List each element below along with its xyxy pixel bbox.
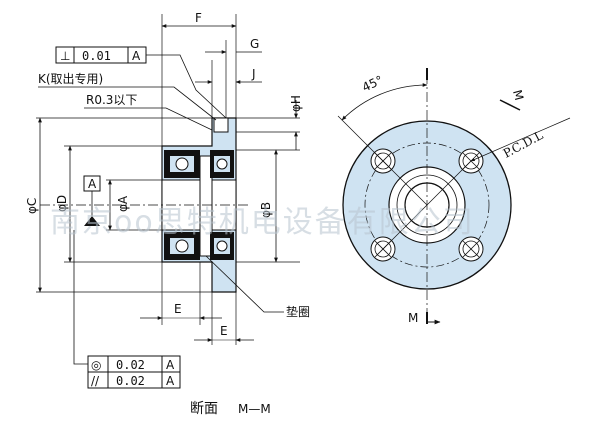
dim-J-label: J — [251, 67, 256, 81]
tol-b2-value: 0.02 — [116, 374, 145, 388]
section-caption: 断面 — [190, 401, 218, 417]
bolt-hole-bottom-right — [458, 236, 484, 262]
dim-phiH-label: φH — [289, 95, 303, 112]
K-label: K(取出专用) — [38, 71, 103, 86]
bearing-upper-right — [210, 150, 234, 178]
dim-E-left-label: E — [174, 302, 182, 316]
tolerance-frame-top: ⊥ 0.01 A — [55, 46, 227, 119]
section-mark-caption: M—M — [238, 402, 271, 416]
tol-b2-symbol: // — [91, 374, 100, 388]
hub-ring — [396, 174, 458, 236]
spacer-leader — [205, 255, 284, 313]
tol-b1-value: 0.02 — [116, 358, 145, 372]
dim-F-label: F — [195, 11, 202, 25]
tol-top-symbol: ⊥ — [60, 49, 70, 63]
R-label: R0.3以下 — [86, 93, 137, 107]
pcd-label: P.C.D.L — [501, 128, 546, 161]
section-view: F G J φH φB φC φD φA A E — [25, 11, 310, 417]
M-bottom-label: M — [408, 311, 418, 325]
watermark-text: 南京oo思特机电设备有限公司 — [50, 205, 475, 240]
bearing-lower-right — [210, 232, 234, 260]
dim-phiC-label: φC — [25, 198, 39, 214]
M-top-label: M — [510, 88, 526, 102]
bearing-upper-left — [164, 150, 200, 178]
spacer-label: 垫圈 — [286, 304, 310, 319]
tol-b1-symbol: ◎ — [91, 358, 101, 372]
datum-triangle — [84, 216, 100, 226]
datum-A-label: A — [88, 177, 97, 191]
dim-phiB-label: φB — [259, 202, 273, 218]
dim-phiD-label: φD — [55, 195, 69, 212]
bearing-lower-left — [164, 232, 200, 260]
dim-G-label: G — [250, 37, 259, 51]
dim-phiA-label: φA — [116, 195, 130, 212]
removal-slot — [213, 117, 229, 133]
tol-top-value: 0.01 — [82, 49, 111, 63]
front-view: 45° M P.C.D.L M — [337, 68, 571, 325]
angle-label: 45° — [360, 73, 385, 95]
tol-b1-datum: A — [166, 358, 175, 372]
tol-top-datum: A — [132, 49, 141, 63]
tolerance-frame-bottom: ◎ 0.02 A // 0.02 A — [73, 230, 181, 389]
dim-E-right-label: E — [220, 324, 228, 338]
tol-b2-datum: A — [166, 374, 175, 388]
